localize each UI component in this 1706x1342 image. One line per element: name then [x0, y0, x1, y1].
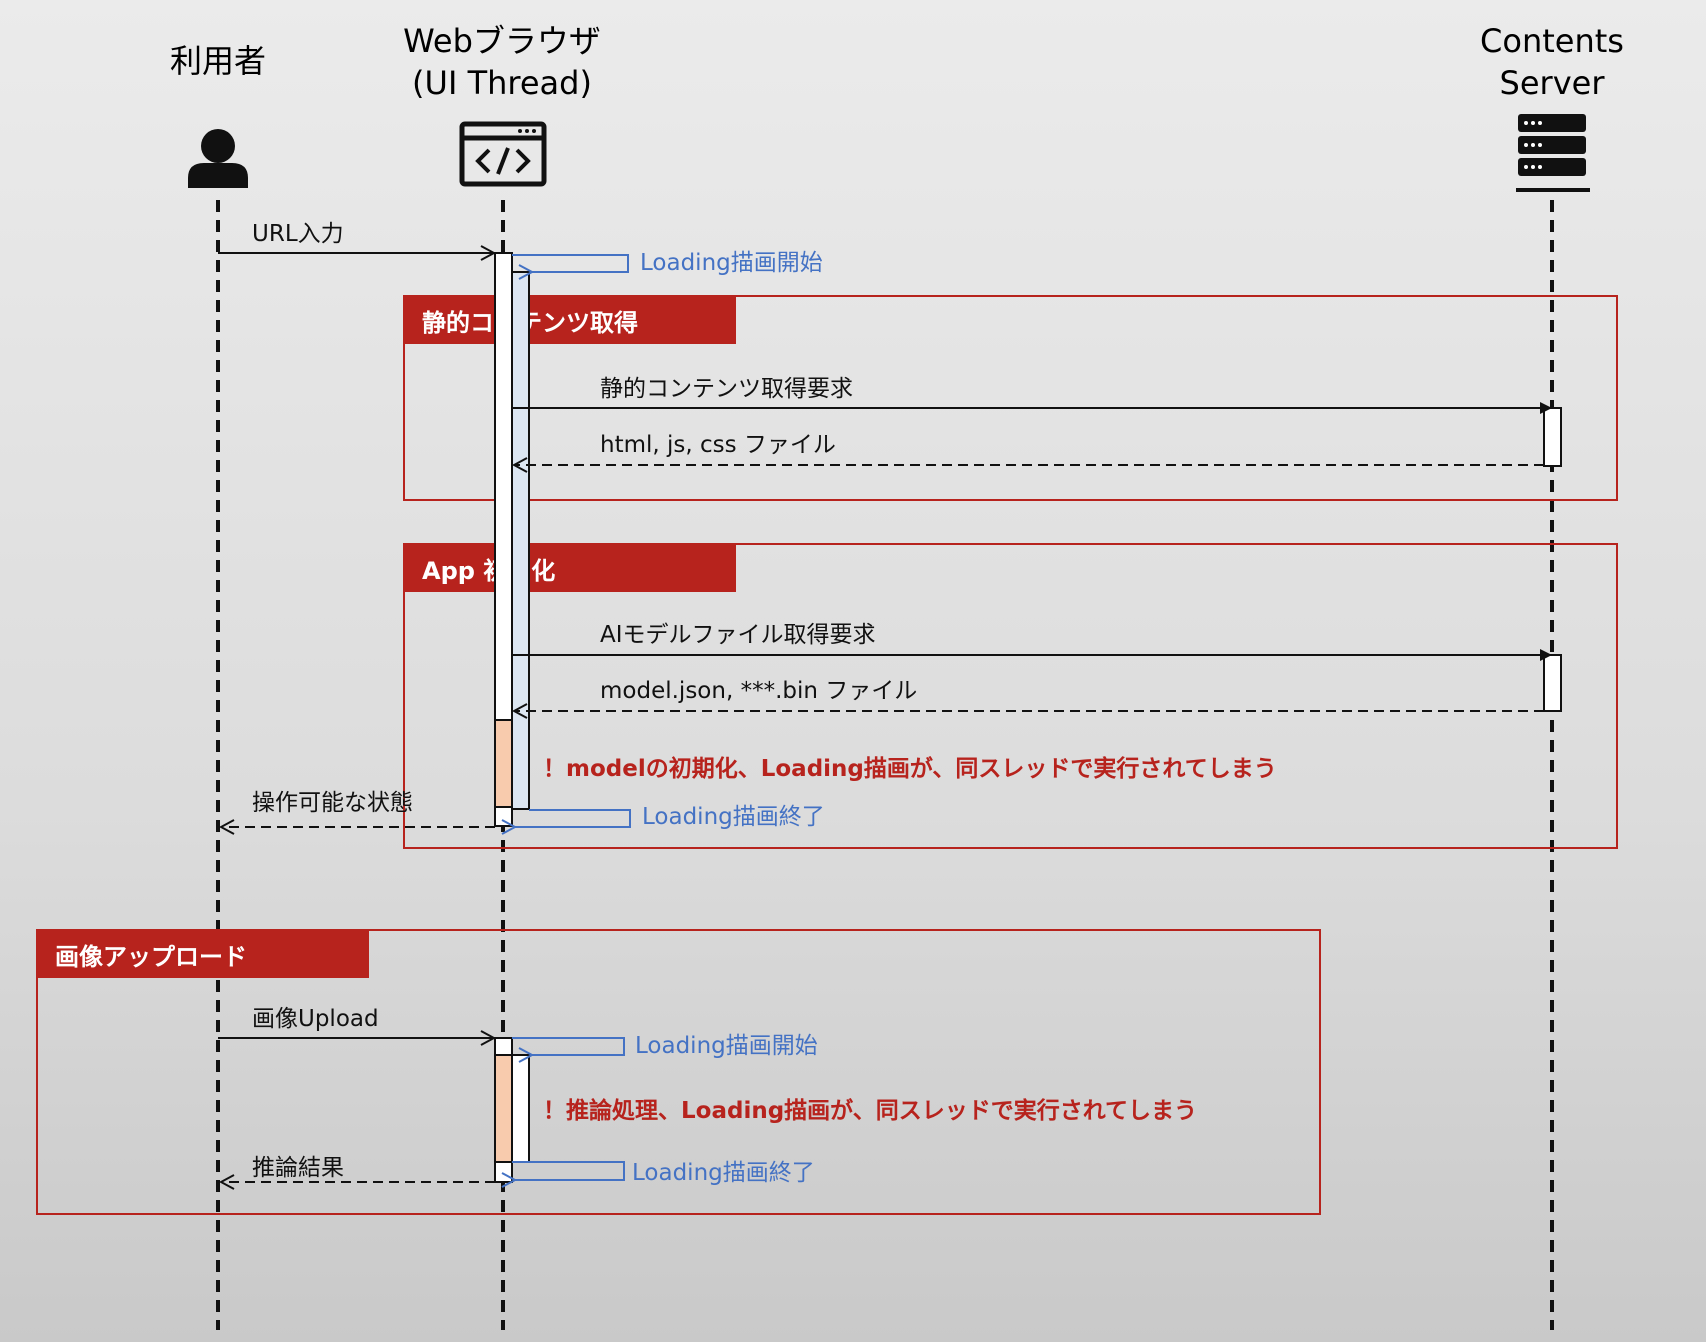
participant-server-label-line2: Server — [1500, 64, 1606, 102]
frame-app-init: App 初期化 — [403, 543, 1618, 849]
msg-loading-end-1: Loading描画終了 — [642, 804, 825, 830]
participant-user-label: 利用者 — [170, 42, 266, 80]
user-icon — [188, 129, 248, 188]
msg-url-input: URL入力 — [252, 221, 344, 247]
browser-code-icon — [459, 121, 547, 187]
msg-loading-end-2: Loading描画終了 — [632, 1160, 815, 1186]
frame-static-content: 静的コンテンツ取得 — [403, 295, 1618, 501]
server-activation-2 — [1543, 654, 1562, 712]
participant-browser-label-line2: (UI Thread) — [412, 64, 592, 102]
browser-activation-orange-2 — [494, 1054, 513, 1163]
browser-activation-orange-1 — [494, 719, 513, 808]
msg-loading-start-1: Loading描画開始 — [640, 250, 823, 276]
frame-image-upload: 画像アップロード — [36, 929, 1321, 1215]
msg-image-upload: 画像Upload — [252, 1006, 379, 1032]
warning-1: ！modelの初期化、Loading描画が、同スレッドで実行されてしまう — [543, 755, 1277, 782]
msg-static-response: html, js, css ファイル — [600, 432, 836, 458]
msg-ai-response: model.json, ***.bin ファイル — [600, 678, 917, 704]
msg-loading-start-2: Loading描画開始 — [635, 1033, 818, 1059]
msg-operable: 操作可能な状態 — [252, 790, 413, 816]
msg-static-request: 静的コンテンツ取得要求 — [600, 376, 853, 402]
server-activation-1 — [1543, 407, 1562, 467]
participant-server-label-line1: Contents — [1480, 22, 1624, 60]
browser-activation-loading-2 — [511, 1054, 530, 1163]
selfcall-loading-end-1 — [514, 809, 631, 827]
selfcall-loading-end-2 — [512, 1161, 625, 1180]
selfcall-loading-start-2 — [512, 1037, 625, 1055]
server-icon — [1516, 114, 1590, 192]
msg-inference-result: 推論結果 — [252, 1155, 344, 1181]
selfcall-loading-start-1 — [512, 254, 629, 272]
msg-ai-request: AIモデルファイル取得要求 — [600, 622, 876, 648]
frame-image-upload-title: 画像アップロード — [55, 943, 247, 971]
warning-2: ！推論処理、Loading描画が、同スレッドで実行されてしまう — [543, 1097, 1197, 1124]
browser-activation-loading-1 — [511, 271, 530, 810]
frame-app-init-title: App 初期化 — [422, 557, 555, 585]
participant-browser-label-line1: Webブラウザ — [403, 22, 601, 60]
